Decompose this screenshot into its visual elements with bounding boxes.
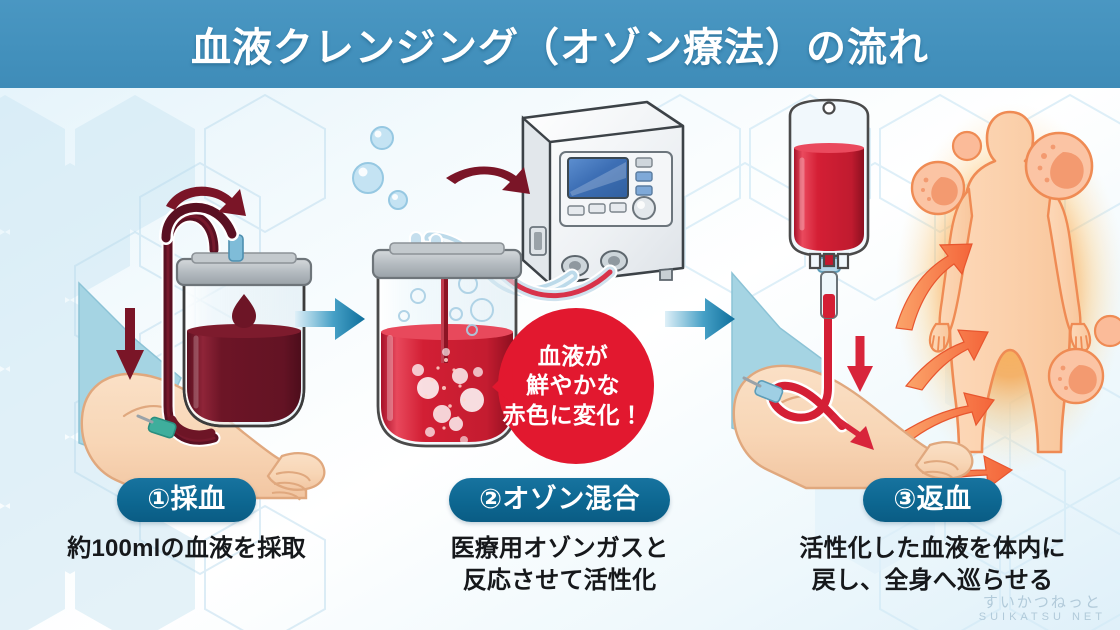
mixing-bottle	[371, 242, 523, 448]
flow-arrow-right	[446, 166, 530, 194]
collection-bottle	[175, 234, 313, 428]
watermark: すいかつねっと SUIKATSU NET	[979, 594, 1106, 624]
callout-pointer	[492, 367, 514, 405]
blood-drop	[232, 294, 256, 328]
step-1-caption: 約100mlの血液を採取	[67, 535, 306, 563]
floating-bubbles	[352, 126, 408, 210]
step-3-pill[interactable]: ③返血	[863, 478, 1002, 523]
step-labels: ①採血 約100mlの血液を採取 ②オゾン混合 医療用オゾンガスと 反応させて活…	[0, 478, 1120, 630]
iv-line	[742, 297, 874, 450]
step-1-illustration	[6, 88, 366, 501]
iv-bag	[788, 98, 870, 270]
step-3-column: ③返血 活性化した血液を体内に 戻し、全身へ巡らせる	[746, 478, 1119, 596]
step-1-pill[interactable]: ①採血	[117, 478, 256, 523]
flow-arrow-curve	[166, 186, 246, 216]
watermark-en: SUIKATSU NET	[978, 611, 1106, 624]
control-knob	[632, 196, 656, 220]
ozone-generator	[521, 100, 685, 295]
tube-top-curve	[159, 200, 239, 245]
red-blood-cells	[910, 130, 1120, 405]
tube-ports	[561, 250, 628, 277]
header-bar: 血液クレンジング（オゾン療法）の流れ	[0, 0, 1120, 88]
connector-arrow-1-to-2	[295, 295, 367, 348]
callout-circle	[498, 308, 654, 464]
flow-arrow-down	[116, 308, 144, 380]
step-1-column: ①採血 約100mlの血液を採取	[0, 478, 373, 565]
lcd-screen	[567, 157, 629, 199]
illustration-stage	[0, 88, 1120, 501]
step-3-illustration	[710, 88, 1120, 490]
human-body-silhouette	[928, 110, 1092, 454]
blood-color-callout: 血液が 鮮やかな 赤色に変化！	[492, 305, 654, 467]
iv-needle	[136, 414, 177, 439]
step-2-caption: 医療用オゾンガスと 反応させて活性化	[450, 535, 669, 594]
step-2-illustration	[352, 88, 740, 478]
step-2-column: ②オゾン混合 医療用オゾンガスと 反応させて活性化	[373, 478, 746, 596]
connector-arrow-2-to-3	[665, 295, 737, 348]
page-title: 血液クレンジング（オゾン療法）の流れ	[191, 26, 929, 70]
step-3-caption: 活性化した血液を体内に 戻し、全身へ巡らせる	[799, 535, 1066, 594]
step-2-pill[interactable]: ②オゾン混合	[449, 478, 670, 523]
watermark-jp: すいかつねっと	[982, 594, 1102, 612]
